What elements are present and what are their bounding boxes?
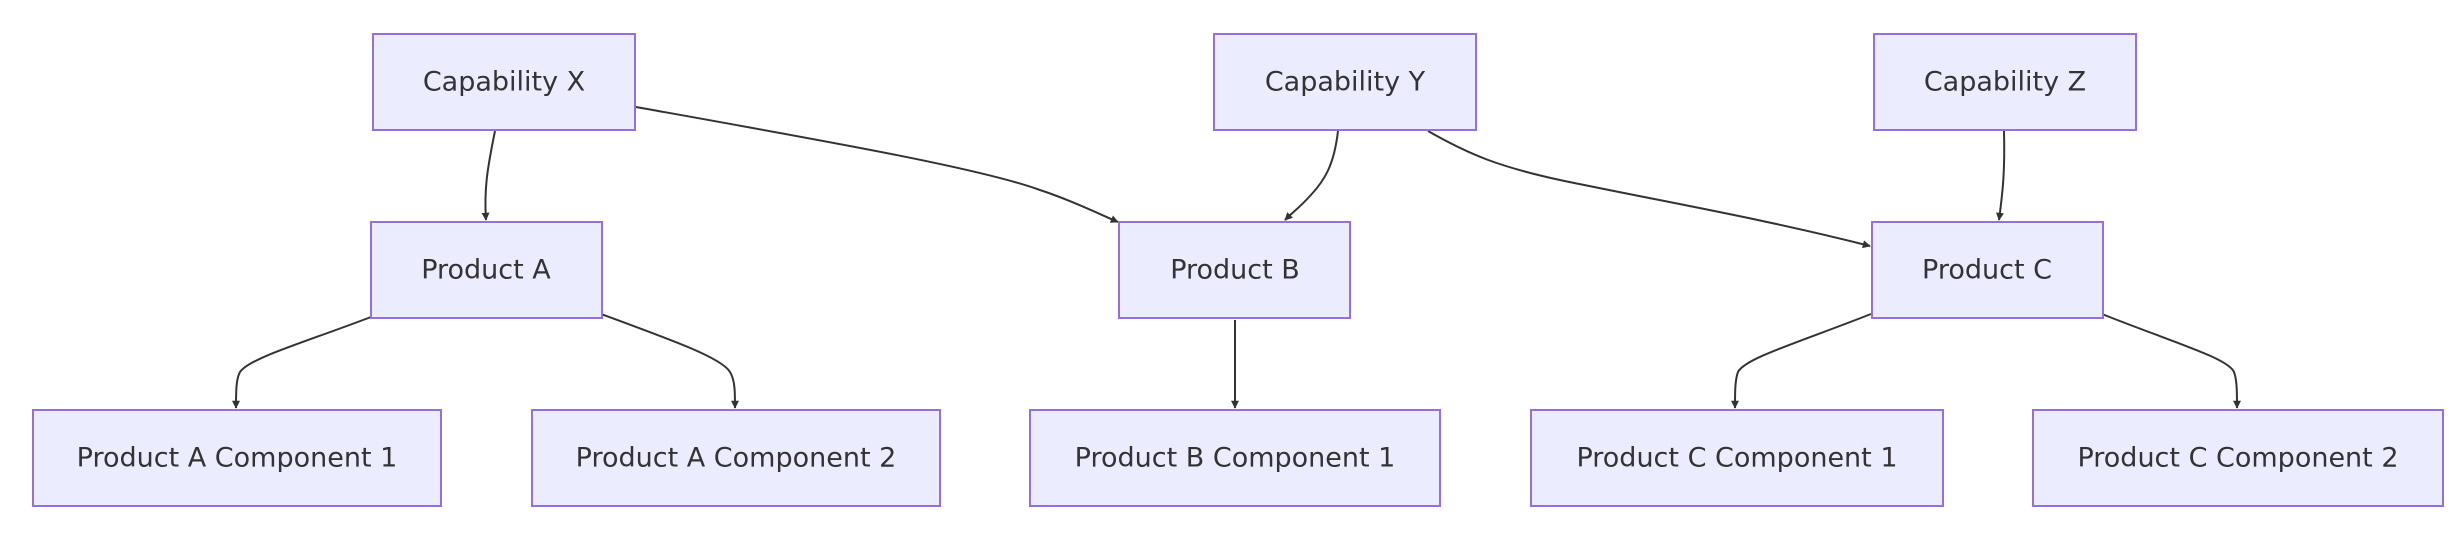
edge-capability-x-to-product-a (481, 130, 496, 221)
node-product-a-component-2: Product A Component 2 (531, 409, 941, 507)
node-label-product-a-component-1: Product A Component 1 (77, 443, 398, 474)
node-product-a: Product A (370, 221, 603, 319)
node-label-capability-x: Capability X (423, 67, 585, 98)
edges (232, 106, 2241, 409)
node-capability-z: Capability Z (1873, 33, 2137, 131)
node-label-product-b: Product B (1170, 255, 1300, 286)
node-label-product-b-component-1: Product B Component 1 (1075, 443, 1396, 474)
node-product-c: Product C (1871, 221, 2104, 319)
node-product-a-component-1: Product A Component 1 (32, 409, 442, 507)
node-product-b: Product B (1118, 221, 1351, 319)
node-label-capability-z: Capability Z (1924, 67, 2086, 98)
node-label-product-c-component-2: Product C Component 2 (2077, 443, 2398, 474)
edge-capability-y-to-product-b (1284, 130, 1339, 221)
edge-capability-y-to-product-c (1427, 130, 1871, 249)
node-label-product-a: Product A (421, 255, 551, 286)
edge-product-a-to-component-a1 (232, 316, 372, 409)
node-label-product-c-component-1: Product C Component 1 (1576, 443, 1897, 474)
edge-product-c-to-component-c1 (1731, 313, 1872, 409)
edge-capability-z-to-product-c (1995, 130, 2006, 221)
edge-capability-x-to-product-b (635, 106, 1119, 223)
edge-product-a-to-component-a2 (600, 313, 739, 409)
node-capability-x: Capability X (372, 33, 636, 131)
node-product-c-component-2: Product C Component 2 (2032, 409, 2444, 507)
node-capability-y: Capability Y (1213, 33, 1477, 131)
node-label-product-c: Product C (1922, 255, 2052, 286)
node-label-capability-y: Capability Y (1265, 67, 1426, 98)
node-product-c-component-1: Product C Component 1 (1530, 409, 1944, 507)
node-label-product-a-component-2: Product A Component 2 (576, 443, 897, 474)
node-product-b-component-1: Product B Component 1 (1029, 409, 1441, 507)
edge-product-c-to-component-c2 (2101, 313, 2241, 409)
